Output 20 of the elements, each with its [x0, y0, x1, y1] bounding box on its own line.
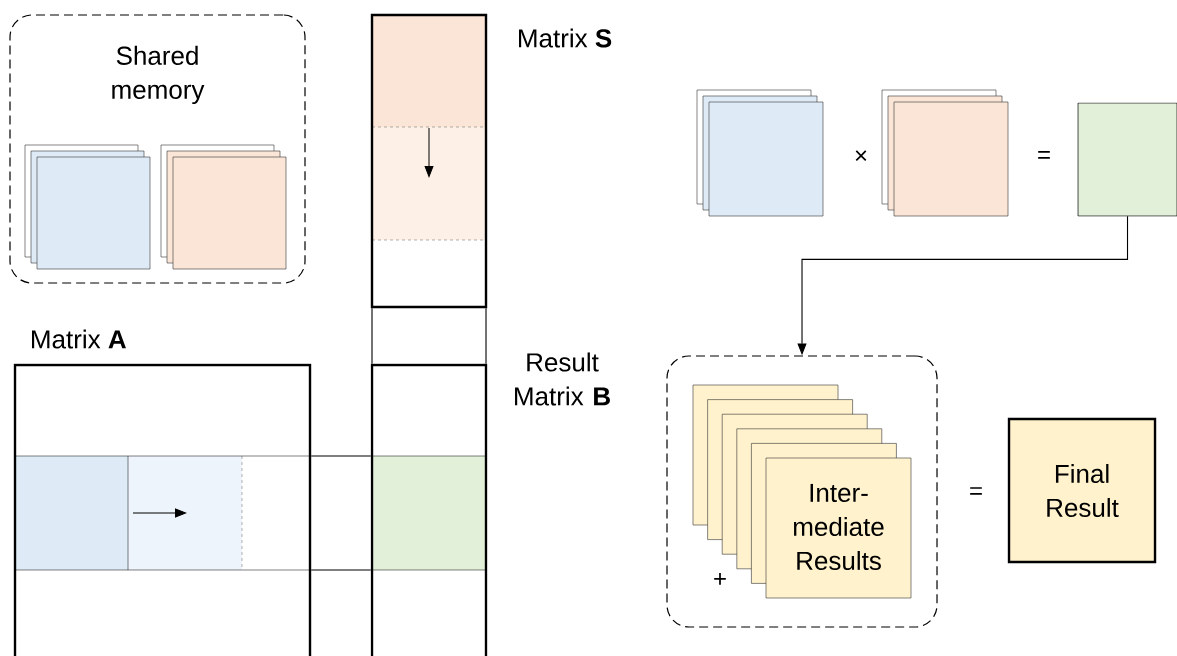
operator-symbol: =: [1038, 151, 1050, 159]
final-result-box: Final Result: [1007, 417, 1157, 564]
projection-line: [310, 569, 372, 571]
operator-symbol: =: [970, 487, 982, 495]
matrix-stack: [160, 144, 287, 270]
projection-line: [371, 307, 373, 365]
matrix-stack: [881, 89, 1009, 217]
node-label: Results: [797, 550, 881, 571]
operator-symbol: ×: [855, 150, 867, 162]
matrix-label: Result Matrix B: [515, 352, 610, 406]
result-tile: [1077, 102, 1177, 217]
matrix-stack: [696, 89, 824, 217]
operator-symbol: +: [714, 573, 726, 585]
projection-line: [310, 455, 372, 457]
matrix-label: Matrix S: [519, 28, 612, 48]
projection-line: [485, 307, 487, 365]
matrix-label: Matrix A: [32, 329, 126, 349]
dashed-group-box: [666, 355, 938, 628]
matrix-stack: [24, 144, 151, 270]
dashed-group-box: Shared memory: [9, 14, 306, 284]
